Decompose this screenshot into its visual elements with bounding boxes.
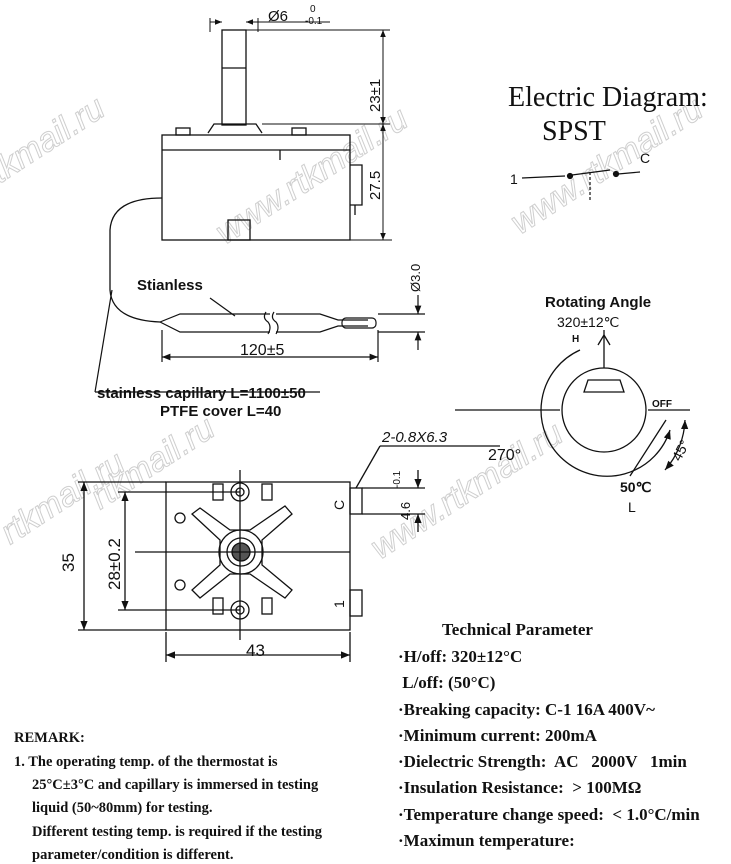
stem-diameter: Ø6	[268, 8, 288, 25]
electric-diagram-type: SPST	[542, 116, 606, 147]
tech-param-line: L/off: (50°C)	[398, 673, 496, 692]
spst-schematic	[521, 169, 641, 200]
width-dim: 43	[246, 641, 265, 660]
stem-tol-upper: 0	[310, 4, 316, 15]
bulb-probe	[94, 289, 425, 393]
remark-line: 25°C±3°C and capillary is immersed in te…	[32, 777, 319, 793]
tab-label: 2-0.8X6.3	[381, 429, 448, 446]
tech-param-line: ·Dielectric Strength: AC 2000V 1min	[398, 752, 687, 771]
remark-title: REMARK:	[14, 730, 85, 746]
bulb-label: Stianless	[137, 277, 203, 294]
remark-line: parameter/condition is different.	[32, 847, 234, 863]
body	[161, 134, 351, 241]
stem	[221, 29, 247, 126]
height-dim: 35	[59, 553, 78, 572]
capillary-label: stainless capillary L=1100±50	[97, 385, 306, 402]
l-temp: 50℃	[620, 479, 652, 495]
tech-param-line: ·Breaking capacity: C-1 16A 400V~	[398, 700, 655, 719]
rotating-angle-dial	[455, 330, 690, 477]
tube-diameter: Ø3.0	[408, 264, 423, 292]
body-height: 27.5	[367, 171, 384, 200]
terminal-c-label: C	[640, 150, 650, 166]
off-label: OFF	[652, 399, 672, 410]
tech-param-line: ·Insulation Resistance: > 100MΩ	[398, 778, 642, 797]
remark-line: 1. The operating temp. of the thermostat…	[14, 754, 278, 770]
tech-param-line: ·Temperature change speed: < 1.0°C/min	[398, 805, 700, 824]
side-view	[109, 29, 363, 323]
hole-spacing-dim: 28±0.2	[105, 538, 124, 590]
bulb-length: 120±5	[240, 342, 284, 359]
bottom-view	[78, 445, 500, 662]
terminal-c: C	[331, 500, 347, 510]
tech-param-line: ·Maximun temperature:	[398, 831, 575, 850]
base-plate	[165, 481, 351, 631]
terminal-1: 1	[331, 600, 347, 608]
tech-param-line: ·Minimum current: 200mA	[398, 726, 597, 745]
remark-line: liquid (50~80mm) for testing.	[32, 800, 213, 816]
l-label: L	[628, 499, 636, 515]
stem-length: 23±1	[367, 79, 384, 112]
terminal-1-label: 1	[510, 171, 518, 187]
side-dimensions	[209, 18, 392, 241]
angle-270: 270°	[488, 447, 521, 464]
remark-line: Different testing temp. is required if t…	[32, 824, 322, 840]
h-label: H	[572, 334, 579, 345]
tab-width-dim: 4.6	[398, 502, 413, 520]
technical-parameter-title: Technical Parameter	[442, 620, 593, 639]
cover-label: PTFE cover L=40	[160, 403, 281, 420]
rotating-angle-title: Rotating Angle	[545, 294, 651, 311]
watermark: rtkmail.ru	[0, 89, 112, 197]
tech-param-line: ·H/off: 320±12°C	[398, 647, 523, 666]
angle-45: 45°	[669, 437, 693, 463]
stem-tol-lower: -0.1	[305, 16, 323, 27]
electric-diagram-title: Electric Diagram:	[508, 82, 708, 113]
tab-tol: -0.1	[392, 470, 403, 488]
h-temp: 320±12℃	[557, 314, 619, 330]
